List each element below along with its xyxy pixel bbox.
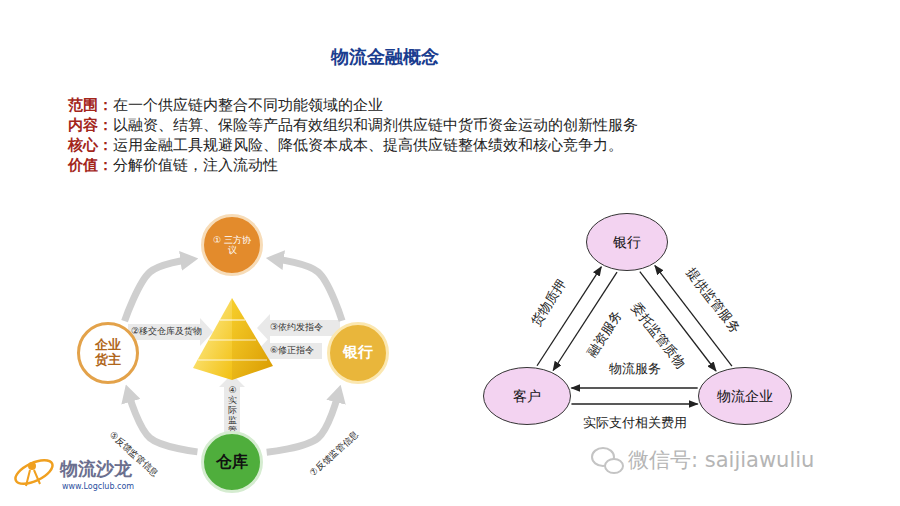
watermark-url: www.Logclub.com [62, 482, 134, 492]
field-text: 在一个供应链内整合不同功能领域的企业 [113, 96, 383, 114]
edge-label: 物流服务 [607, 362, 663, 377]
node-outline [203, 216, 262, 275]
step-label: ②移交仓库及货物 [131, 326, 202, 337]
field-text: 分解价值链，注入流动性 [113, 156, 278, 174]
node-label: 企业 货主 [94, 338, 122, 368]
edge-label: ⑦反馈监管信息 [306, 428, 362, 480]
pyramid-layers [198, 320, 267, 360]
step-label: ③依约发指令 [270, 322, 323, 333]
relation-arrow [571, 403, 697, 404]
flow-arrow [278, 259, 342, 320]
node-outline [484, 368, 571, 425]
node-outline [79, 324, 138, 383]
warehouse-circle: 仓库 [201, 431, 263, 493]
watermark: 微信号: saijiawuliu [628, 448, 814, 473]
node-label: 物流企业 [717, 388, 773, 404]
node-outline [699, 368, 792, 425]
edge-label: 实际支付相关费用 [581, 416, 689, 431]
edge-label: 提供监管服务 [683, 264, 745, 338]
flow-arrow [129, 396, 197, 452]
node-outline [587, 214, 668, 271]
node-label: 客户 [513, 388, 541, 404]
node-label: ① 三方协议 [212, 235, 252, 256]
field-key: 范围： [68, 96, 113, 114]
bank-circle: 银行 [327, 322, 389, 384]
pyramid-face [232, 298, 273, 380]
node-label: 仓库 [216, 453, 248, 471]
title: 物流金融概念 [331, 46, 439, 68]
field-key: 内容： [68, 116, 113, 134]
flow-arrow [267, 396, 338, 452]
flow-arrow [125, 260, 187, 321]
node-outline [203, 433, 262, 492]
relation-arrow [571, 387, 697, 388]
pyramid [193, 298, 273, 380]
node-label: 银行 [613, 234, 641, 250]
step-label: ④实际监管 [228, 386, 237, 435]
logistics-ellipse: 物流企业 [698, 367, 792, 425]
customer-ellipse: 客户 [483, 367, 571, 425]
node-outline [329, 324, 388, 383]
field-key: 价值： [68, 156, 113, 174]
field-text: 以融资、结算、保险等产品有效组织和调剂供应链中货币资金运动的创新性服务 [113, 116, 638, 134]
wechat-icon [592, 448, 623, 473]
instruction-arrow [128, 318, 213, 346]
node-label: 银行 [343, 344, 373, 361]
step-label: ⑥修正指令 [270, 345, 314, 356]
edge-label: 融资服务 [584, 307, 627, 362]
logo [12, 455, 56, 488]
field-text: 运用金融工具规避风险、降低资本成本、提高供应链整体绩效和核心竞争力。 [113, 136, 623, 154]
agreement-circle: ① 三方协议 [201, 214, 263, 276]
bank-ellipse: 银行 [586, 213, 668, 271]
field-key: 核心： [68, 136, 113, 154]
watermark: 物流沙龙 [60, 458, 132, 480]
edge-label: 货物质押 [528, 276, 571, 331]
pyramid-face [193, 298, 232, 380]
owner-circle: 企业 货主 [77, 322, 139, 384]
